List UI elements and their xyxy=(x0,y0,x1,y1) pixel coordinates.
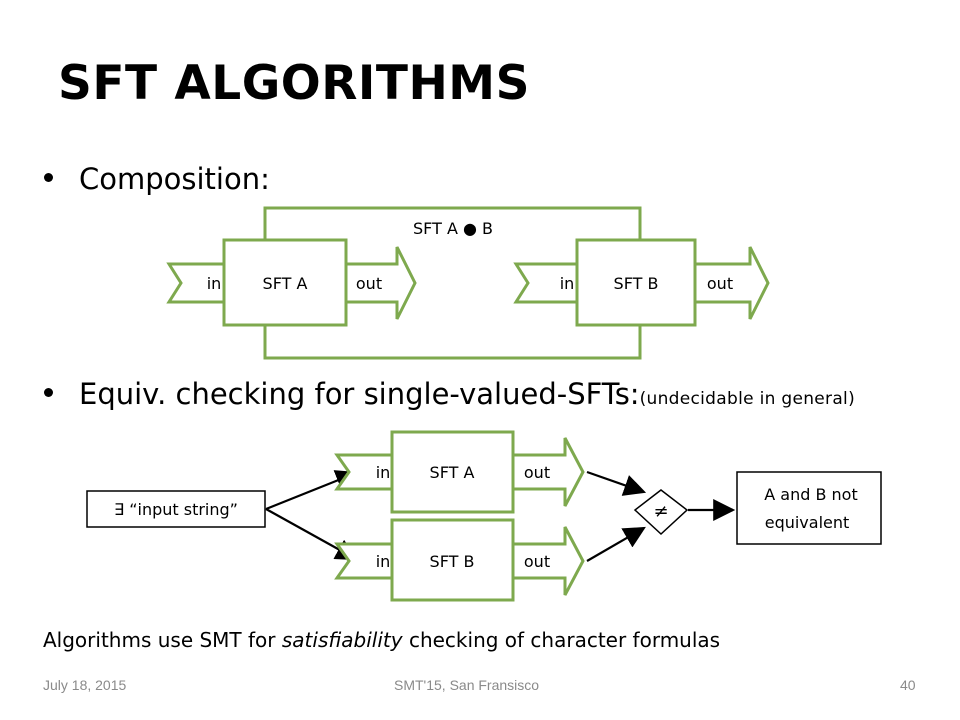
footnote-em: satisfiability xyxy=(281,628,403,652)
equiv-out-b: out xyxy=(524,552,550,571)
bullet-composition: Composition: xyxy=(44,162,270,196)
bullet-dot xyxy=(44,172,53,182)
composition-outer-bottom xyxy=(263,325,642,360)
composition-outer-top xyxy=(263,206,642,240)
equiv-box-a xyxy=(390,430,515,514)
equiv-box-b xyxy=(390,518,515,602)
equiv-box-b-label: SFT B xyxy=(430,552,475,571)
equiv-out-a: out xyxy=(524,463,550,482)
composition-out-b: out xyxy=(707,274,733,293)
equivalence-diagram: ∃ “input string” in out SFT A in out SFT… xyxy=(86,430,882,602)
composition-box-b-label: SFT B xyxy=(614,274,659,293)
bullet-composition-text: Composition: xyxy=(79,162,270,196)
composition-diagram: SFT A ● B in out SFT A in out SFT B xyxy=(166,206,770,360)
result-line2: equivalent xyxy=(765,513,850,532)
composition-box-b xyxy=(575,238,697,327)
footnote-pre: Algorithms use SMT for xyxy=(43,628,282,652)
footer-venue: SMT'15, San Fransisco xyxy=(394,677,540,693)
input-string-box xyxy=(86,490,266,528)
result-box xyxy=(736,471,882,545)
neq-diamond xyxy=(633,489,689,536)
composition-box-a-label: SFT A xyxy=(263,274,308,293)
neq-symbol: ≠ xyxy=(653,501,668,522)
composition-out-a: out xyxy=(356,274,382,293)
input-string-label: ∃ “input string” xyxy=(114,500,238,519)
result-line1: A and B not xyxy=(764,485,857,504)
composition-in-b: in xyxy=(560,274,575,293)
bullet-dot xyxy=(44,387,53,397)
composition-in-a: in xyxy=(207,274,222,293)
edge-input-to-a xyxy=(265,470,359,511)
equiv-in-a: in xyxy=(376,463,391,482)
footer-page-number: 40 xyxy=(900,677,916,693)
footer-date: July 18, 2015 xyxy=(43,677,127,693)
bullet-equivalence-note: (undecidable in general) xyxy=(639,389,856,409)
edge-b-to-neq xyxy=(586,526,646,562)
composition-box-a xyxy=(222,238,348,327)
bullet-equivalence: Equiv. checking for single-valued-SFTs:(… xyxy=(44,377,855,411)
slide-title: SFT ALGORITHMS xyxy=(58,56,530,111)
equiv-box-a-label: SFT A xyxy=(430,463,475,482)
equiv-in-b: in xyxy=(376,552,391,571)
composition-label: SFT A ● B xyxy=(413,219,493,238)
bullet-equivalence-text: Equiv. checking for single-valued-SFTs: xyxy=(79,377,640,411)
footnote: Algorithms use SMT for satisfiability ch… xyxy=(43,628,720,652)
footnote-post: checking of character formulas xyxy=(402,628,721,652)
edge-a-to-neq xyxy=(586,470,647,496)
